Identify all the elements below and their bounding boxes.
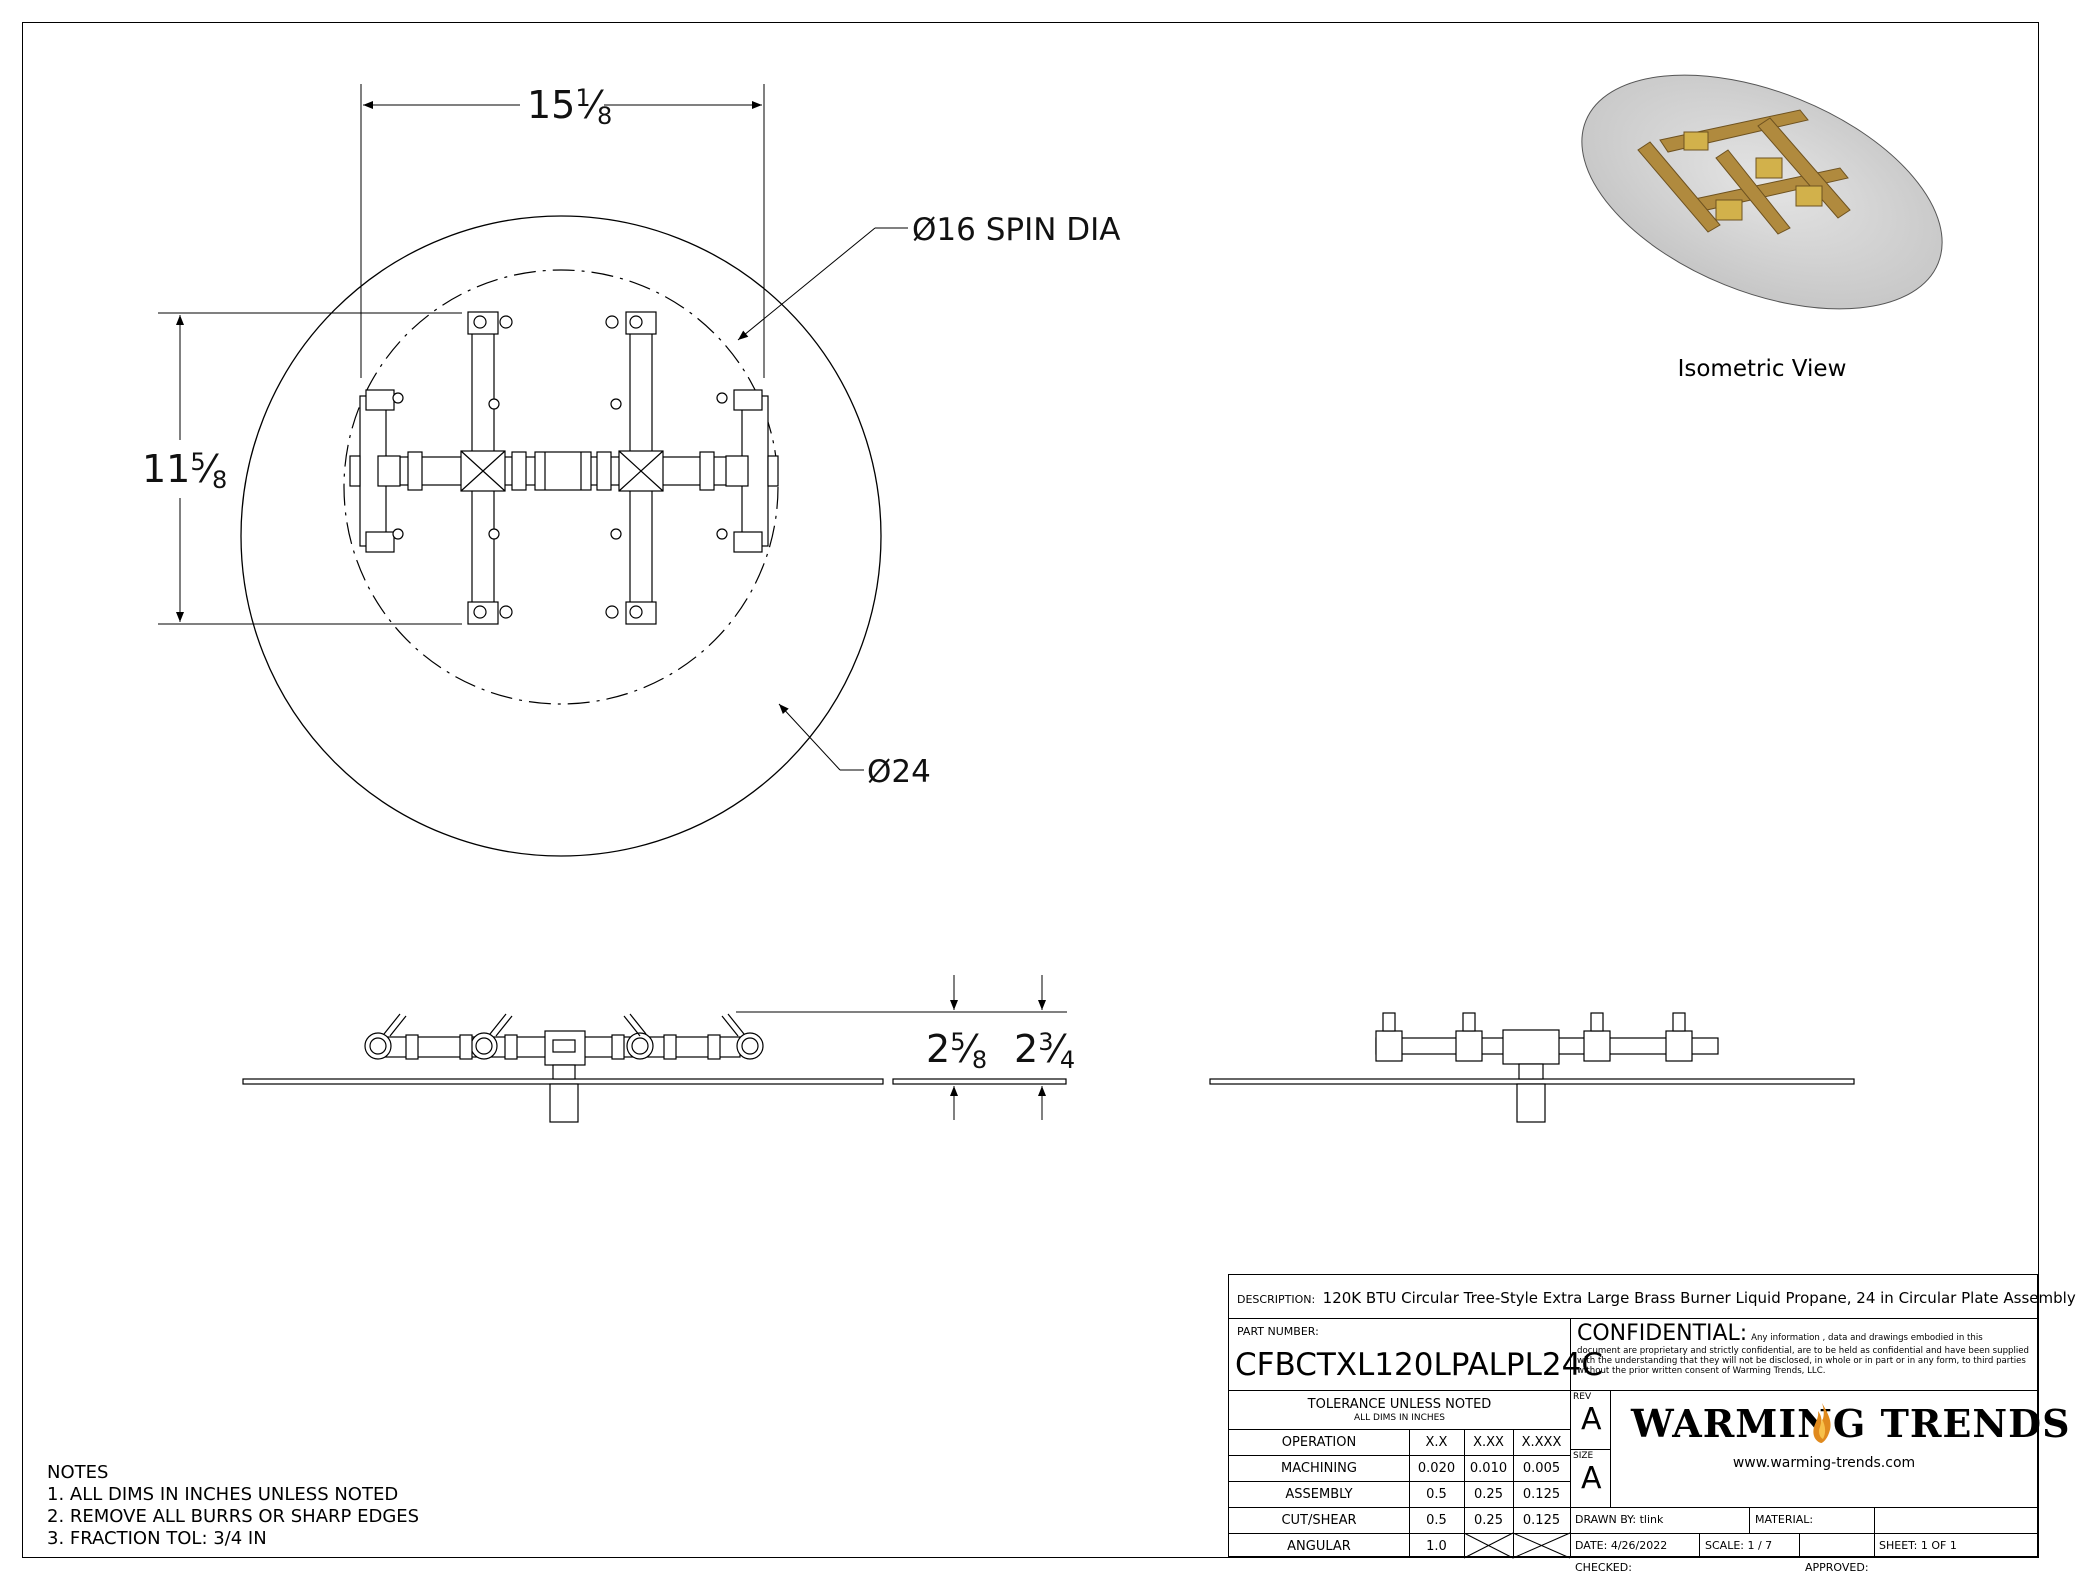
approved: APPROVED: bbox=[1805, 1561, 1869, 1574]
table-cell: 0.25 bbox=[1474, 1513, 1503, 1528]
warming-trends-logo: WARMING TRENDS www.warming-trends.com bbox=[1619, 1399, 2070, 1479]
tol-header-operation: OPERATION bbox=[1281, 1435, 1357, 1450]
angular-na-cross bbox=[1463, 1532, 1571, 1559]
height-dim-burner: 25⁄8 bbox=[926, 1027, 987, 1074]
confidential-notice: CONFIDENTIAL: Any information , data and… bbox=[1577, 1321, 2029, 1376]
date: DATE: 4/26/2022 bbox=[1575, 1539, 1668, 1552]
part-number: CFBCTXL120LPALPL24C bbox=[1235, 1347, 1603, 1383]
title-block: DESCRIPTION: 120K BTU Circular Tree-Styl… bbox=[1228, 1274, 2076, 1574]
description-row: DESCRIPTION: 120K BTU Circular Tree-Styl… bbox=[1237, 1289, 2076, 1307]
note-item: 1. ALL DIMS IN INCHES UNLESS NOTED bbox=[47, 1484, 399, 1505]
rev-label: REV bbox=[1573, 1392, 1592, 1402]
isometric-caption: Isometric View bbox=[1677, 356, 1847, 382]
isometric-view bbox=[1581, 74, 1943, 310]
notes-block: NOTES 1. ALL DIMS IN INCHES UNLESS NOTED… bbox=[47, 1462, 419, 1550]
sheet-count: SHEET: 1 OF 1 bbox=[1879, 1539, 1957, 1552]
material: MATERIAL: bbox=[1755, 1513, 1814, 1526]
checked: CHECKED: bbox=[1575, 1561, 1632, 1574]
sheet-frame bbox=[22, 22, 2039, 1558]
scale: SCALE: 1 / 7 bbox=[1705, 1539, 1773, 1552]
height-dim-total: 23⁄4 bbox=[1014, 1027, 1075, 1074]
height-dimension: 115⁄8 bbox=[142, 447, 227, 494]
front-side-view bbox=[242, 1013, 1067, 1123]
tolerance-subtitle: ALL DIMS IN INCHES bbox=[1353, 1413, 1446, 1423]
table-cell: 0.125 bbox=[1522, 1487, 1561, 1502]
spin-diameter-circle bbox=[343, 269, 779, 705]
table-cell: 1.0 bbox=[1426, 1539, 1447, 1554]
table-cell: 0.020 bbox=[1417, 1461, 1456, 1476]
tol-header-xx: X.XX bbox=[1473, 1435, 1504, 1450]
note-item: 3. FRACTION TOL: 3/4 IN bbox=[47, 1528, 267, 1549]
note-item: 2. REMOVE ALL BURRS OR SHARP EDGES bbox=[47, 1506, 420, 1527]
description-text: 120K BTU Circular Tree-Style Extra Large… bbox=[1322, 1289, 2076, 1307]
table-cell: 0.125 bbox=[1522, 1513, 1561, 1528]
width-dimension: 151⁄8 bbox=[527, 83, 612, 130]
table-cell: 0.5 bbox=[1426, 1513, 1447, 1528]
flame-icon bbox=[1813, 1403, 1831, 1443]
spin-dia-label: Ø16 SPIN DIA bbox=[912, 212, 1120, 248]
notes-title: NOTES bbox=[47, 1462, 109, 1483]
side-dimensions: 25⁄8 23⁄4 bbox=[736, 975, 1075, 1120]
tolerance-title: TOLERANCE UNLESS NOTED bbox=[1307, 1397, 1492, 1412]
table-row: CUT/SHEAR bbox=[1281, 1513, 1357, 1528]
table-cell: 0.5 bbox=[1426, 1487, 1447, 1502]
part-number-label: PART NUMBER: bbox=[1237, 1325, 1319, 1338]
drawn-by: DRAWN BY: tlink bbox=[1575, 1513, 1664, 1526]
plate-dia-label: Ø24 bbox=[867, 754, 931, 790]
table-row: MACHINING bbox=[1281, 1461, 1357, 1476]
plate-outline bbox=[240, 215, 882, 857]
table-cell: 0.010 bbox=[1469, 1461, 1508, 1476]
logo-wordmark: WARMING TRENDS bbox=[1631, 1401, 2071, 1446]
plan-view: 151⁄8 115⁄8 Ø16 SPIN DIA Ø24 bbox=[142, 83, 1120, 857]
table-cell: 0.005 bbox=[1522, 1461, 1561, 1476]
tol-header-xxx: X.XXX bbox=[1521, 1435, 1562, 1450]
rev-value: A bbox=[1581, 1402, 1602, 1437]
table-row: ANGULAR bbox=[1287, 1539, 1351, 1554]
table-cell: 0.25 bbox=[1474, 1487, 1503, 1502]
burner-tree-plan bbox=[349, 311, 779, 625]
table-row: ASSEMBLY bbox=[1285, 1487, 1353, 1502]
right-side-view bbox=[1209, 1012, 1855, 1123]
tol-header-x: X.X bbox=[1425, 1435, 1448, 1450]
logo-url: www.warming-trends.com bbox=[1732, 1455, 1916, 1471]
size-value: A bbox=[1581, 1461, 1602, 1496]
size-label: SIZE bbox=[1573, 1451, 1594, 1461]
